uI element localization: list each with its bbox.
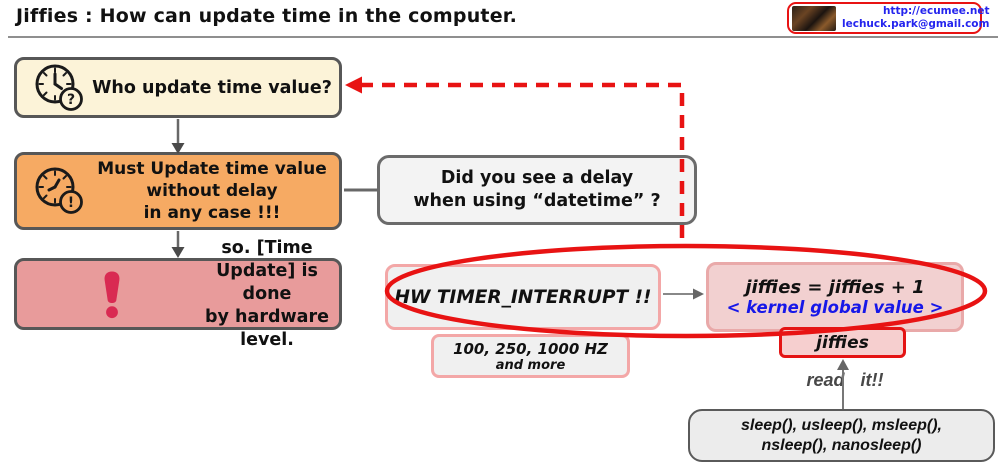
sleep-functions-box: sleep(), usleep(), msleep(), nsleep(), n… bbox=[688, 409, 995, 462]
must-update-label: Must Update time value without delay in … bbox=[97, 159, 327, 223]
datetime-delay-label: Did you see a delay when using “datetime… bbox=[413, 168, 661, 211]
author-email[interactable]: lechuck.park@gmail.com bbox=[842, 18, 990, 30]
clock-question-icon: ? bbox=[35, 64, 83, 111]
kernel-global-value-label: < kernel global value > bbox=[726, 298, 944, 317]
header-divider bbox=[8, 36, 998, 38]
hz-frequency-label: 100, 250, 1000 HZ and more bbox=[453, 339, 608, 373]
exclamation-glyph: ! bbox=[68, 195, 74, 211]
jiffies-increment-box: jiffies = jiffies + 1 < kernel global va… bbox=[706, 262, 964, 332]
author-photo bbox=[792, 5, 836, 31]
hw-timer-interrupt-label: HW TIMER_INTERRUPT !! bbox=[394, 286, 652, 308]
author-url[interactable]: http://ecumee.net bbox=[882, 5, 990, 17]
arrow-timer-to-jiffies bbox=[663, 288, 704, 300]
hz-frequency-box: 100, 250, 1000 HZ and more bbox=[431, 334, 630, 378]
down-arrow-must-to-hardware bbox=[171, 231, 185, 258]
jiffies-variable-label: jiffies bbox=[816, 332, 869, 353]
must-update-box: ! Must Update time value without delay i… bbox=[14, 152, 342, 230]
sleep-functions-label: sleep(), usleep(), msleep(), nsleep(), n… bbox=[741, 416, 942, 454]
question-glyph: ? bbox=[67, 92, 75, 108]
hardware-level-label: so. [Time Update] is done by hardware le… bbox=[205, 237, 329, 350]
red-exclamation-icon bbox=[104, 271, 120, 319]
hw-timer-interrupt-box: HW TIMER_INTERRUPT !! bbox=[385, 264, 661, 330]
jiffies-variable-box: jiffies bbox=[779, 327, 906, 358]
who-update-label: Who update time value? bbox=[92, 77, 332, 98]
author-badge: http://ecumee.net lechuck.park@gmail.com bbox=[787, 2, 989, 34]
hardware-level-box: so. [Time Update] is done by hardware le… bbox=[14, 238, 342, 350]
read-it-label: read it!! bbox=[806, 370, 884, 390]
clock-exclamation-icon: ! bbox=[35, 167, 83, 214]
down-arrow-who-to-must bbox=[171, 119, 185, 154]
page-title: Jiffies : How can update time in the com… bbox=[16, 5, 518, 27]
datetime-delay-box: Did you see a delay when using “datetime… bbox=[377, 155, 697, 225]
who-update-box: ? Who update time value? bbox=[14, 57, 342, 118]
jiffies-increment-label: jiffies = jiffies + 1 < kernel global va… bbox=[709, 277, 961, 317]
